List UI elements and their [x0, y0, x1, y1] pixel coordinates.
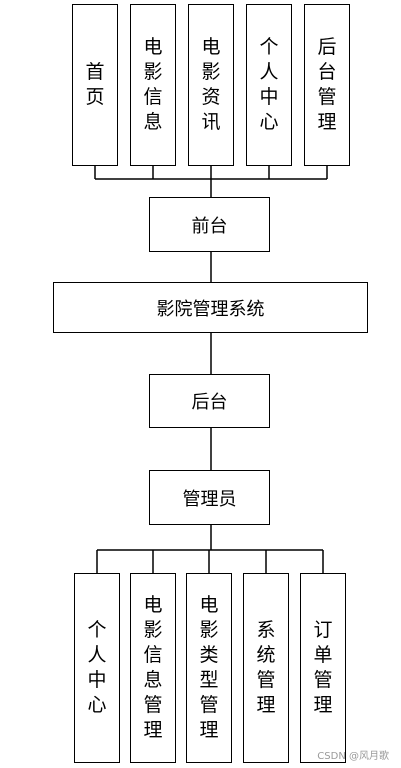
front-item-movie-info: 电影信息 [130, 4, 176, 166]
front-end-box: 前台 [149, 197, 270, 252]
front-item-personal-center: 个人中心 [246, 4, 292, 166]
back-end-label: 后台 [191, 392, 228, 413]
front-item-label: 电影资讯 [201, 36, 221, 133]
admin-label: 管理员 [182, 488, 237, 510]
admin-box: 管理员 [149, 470, 270, 525]
admin-item-movie-type-management: 电影类型管理 [186, 573, 232, 763]
front-item-label: 电影信息 [143, 36, 163, 133]
system-label: 影院管理系统 [156, 298, 265, 320]
admin-item-label: 电影信息管理 [143, 594, 163, 741]
back-end-box: 后台 [149, 374, 270, 428]
admin-item-label: 电影类型管理 [199, 594, 219, 741]
front-end-label: 前台 [191, 215, 228, 237]
watermark: CSDN @风月歌 [317, 751, 389, 762]
front-item-label: 个人中心 [259, 36, 279, 133]
front-item-home: 首页 [72, 4, 118, 166]
admin-item-label: 系统管理 [256, 619, 276, 716]
front-item-movie-news: 电影资讯 [188, 4, 234, 166]
admin-item-movie-info-management: 电影信息管理 [130, 573, 176, 763]
admin-item-system-management: 系统管理 [243, 573, 289, 763]
admin-item-label: 个人中心 [87, 619, 107, 716]
system-box: 影院管理系统 [53, 282, 368, 333]
admin-item-personal-center: 个人中心 [74, 573, 120, 763]
front-item-label: 后台管理 [317, 36, 337, 133]
admin-item-label: 订单管理 [313, 619, 333, 716]
admin-item-order-management: 订单管理 [300, 573, 346, 763]
front-item-backend-admin: 后台管理 [304, 4, 350, 166]
front-item-label: 首页 [85, 61, 105, 108]
